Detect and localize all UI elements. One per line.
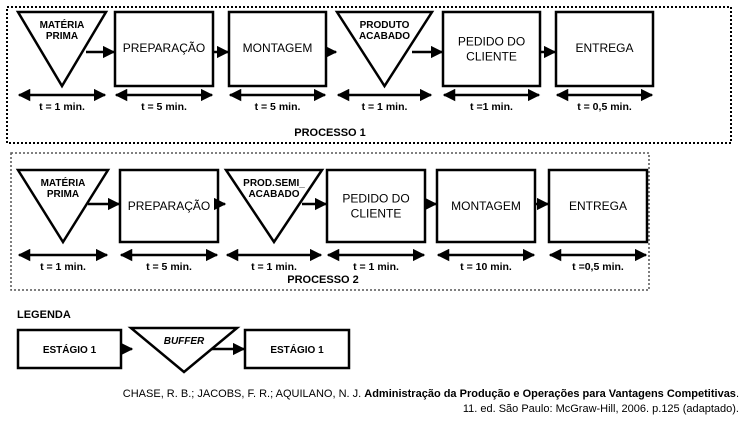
process2-stage-1-label-line-1: MATÉRIA: [41, 176, 86, 189]
process2-stage-1-label-line-2: PRIMA: [47, 189, 79, 200]
process1-stage-2-box: [113, 10, 215, 88]
process1-time-label-6: t = 0,5 min.: [577, 101, 632, 113]
process2-stage-3-label-line-2: ACABADO: [248, 189, 299, 200]
process1-stage-4-label-line-1: PRODUTO: [360, 20, 410, 31]
process2-time-label-3: t = 1 min.: [251, 261, 297, 273]
process1-stage-5-box: [441, 10, 542, 88]
process2-time-label-4: t = 1 min.: [353, 261, 399, 273]
process1-stage-1-label-line-2: PRIMA: [46, 31, 78, 42]
process1-stage-5-label-line-1: PEDIDO DO: [458, 35, 525, 49]
process1-time-label-2: t = 5 min.: [141, 101, 187, 113]
citation-line-2: 11. ed. São Paulo: McGraw-Hill, 2006. p.…: [463, 403, 739, 415]
process1-stage-6-box: [554, 10, 655, 88]
legend-stage-label-2: ESTÁGIO 1: [270, 343, 324, 356]
process1-stage-1-label-line-1: MATÉRIA: [40, 18, 85, 31]
process1-stage-3-label-line-1: MONTAGEM: [243, 41, 313, 55]
legend-buffer-label: BUFFER: [164, 336, 205, 347]
process1-stage-2-label-line-1: PREPARAÇÃO: [123, 41, 205, 55]
process2-stage-1-triangle: [15, 168, 111, 245]
legend-buffer-triangle: [127, 326, 241, 374]
process1-stage-1-triangle: [15, 10, 109, 89]
process1-stage-4-label-line-2: ACABADO: [359, 31, 410, 42]
process2-stage-5-label-line-1: MONTAGEM: [451, 199, 521, 213]
process2-time-label-1: t = 1 min.: [40, 261, 86, 273]
process2-stage-3-label-line-1: PROD.SEMI_: [243, 178, 305, 189]
process1-frame: [6, 6, 732, 144]
process2-stage-6-label-line-1: ENTREGA: [569, 199, 627, 213]
process2-time-label-2: t = 5 min.: [146, 261, 192, 273]
process2-stage-3-triangle: [223, 168, 325, 245]
process2-title: PROCESSO 2: [287, 274, 359, 286]
process1-time-label-4: t = 1 min.: [362, 101, 408, 113]
process2-frame: [10, 152, 650, 291]
process1-time-label-5: t =1 min.: [470, 101, 513, 113]
citation-line-1: CHASE, R. B.; JACOBS, F. R.; AQUILANO, N…: [123, 388, 739, 400]
process2-stage-6-box: [547, 168, 649, 244]
process1-stage-5-label-line-2: CLIENTE: [466, 50, 517, 64]
process2-stage-4-box: [325, 168, 427, 244]
process1-title: PROCESSO 1: [294, 127, 366, 139]
process1-stage-6-label-line-1: ENTREGA: [575, 41, 633, 55]
process2-stage-2-label-line-1: PREPARAÇÃO: [128, 199, 210, 213]
process2-time-label-5: t = 10 min.: [460, 261, 512, 273]
process2-time-label-6: t =0,5 min.: [572, 261, 624, 273]
legend-title: LEGENDA: [17, 309, 71, 321]
process2-stage-4-label-line-2: CLIENTE: [351, 207, 402, 221]
process1-time-label-3: t = 5 min.: [255, 101, 301, 113]
legend-stage-box-2: [243, 328, 351, 370]
legend-stage-label: ESTÁGIO 1: [43, 343, 97, 356]
process2-stage-5-box: [435, 168, 537, 244]
process1-stage-4-triangle: [334, 10, 435, 89]
process1-time-label-1: t = 1 min.: [39, 101, 85, 113]
process2-stage-4-label-line-1: PEDIDO DO: [342, 192, 409, 206]
